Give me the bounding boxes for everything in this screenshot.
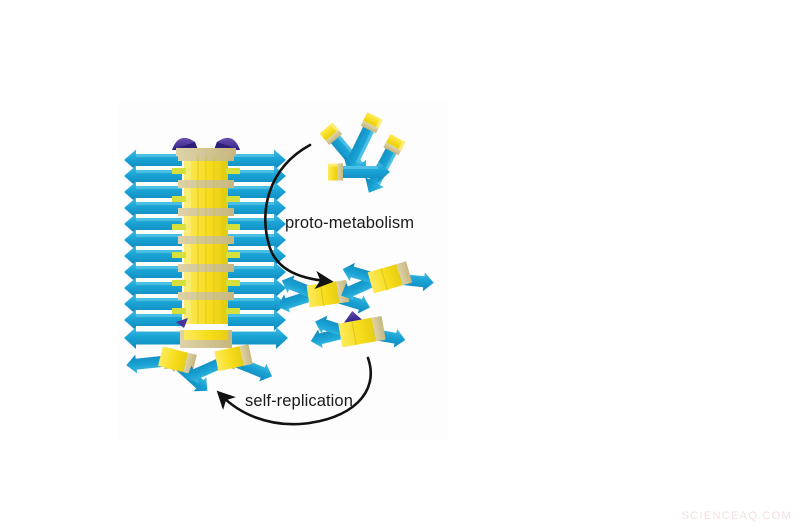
fiber-left-arrows [124, 149, 186, 349]
fiber-lower-segment [180, 330, 232, 348]
fiber-cap-fragment [176, 318, 188, 328]
self-assembled-fiber [124, 137, 288, 349]
fiber-right-arrows [226, 149, 288, 349]
detached-oligomer [125, 346, 214, 398]
oligomer-cap-icon [344, 311, 362, 323]
site-watermark: SCIENCEAQ.COM [681, 510, 792, 522]
detached-oligomer [182, 344, 276, 388]
self-replication-arrow [216, 356, 373, 426]
fiber-cap-shelf [176, 148, 236, 156]
proto-metabolism-arrow [263, 143, 334, 289]
assembled-oligomer-with-cap [308, 311, 407, 351]
assembled-oligomer [337, 260, 435, 305]
self-replication-label: self-replication [245, 392, 353, 410]
detaching-oligomer-group [125, 344, 276, 398]
proto-metabolism-label: proto-metabolism [285, 214, 414, 232]
fiber-core-column [172, 152, 240, 324]
